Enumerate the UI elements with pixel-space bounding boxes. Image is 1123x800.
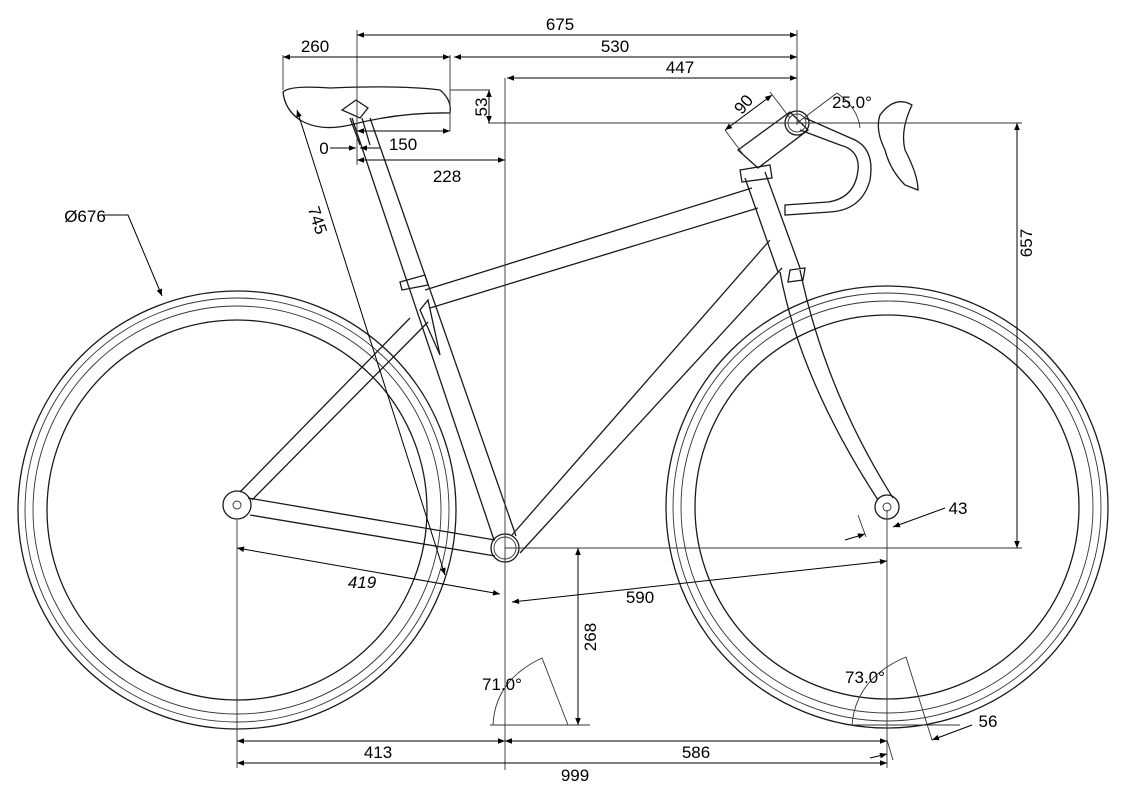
seat-clamp [399,274,429,291]
dimension-228: 228 [357,157,505,186]
label-675: 675 [546,15,574,34]
seatstay [239,317,429,501]
stem [736,111,809,169]
dimension-25-angle: 25.0° [796,92,872,129]
dimension-73-angle: 73.0° [845,656,960,741]
svg-text:228: 228 [433,167,461,186]
svg-text:590: 590 [626,588,654,607]
svg-text:Ø676: Ø676 [64,207,106,226]
down-tube [511,239,783,554]
saddle [282,86,451,146]
svg-text:56: 56 [979,712,998,731]
dimension-999: 999 [237,760,887,785]
dimension-56: 56 [869,712,998,761]
cockpit [736,101,919,216]
dimension-675: 675 [357,15,797,38]
dimension-260: 260 [283,37,450,60]
top-tube [424,187,759,309]
svg-text:71.0°: 71.0° [482,675,522,694]
svg-text:268: 268 [581,623,600,651]
svg-text:43: 43 [949,499,968,518]
handlebar [784,117,872,216]
dimension-530: 530 [454,37,797,60]
dimension-413: 413 [237,738,505,762]
dimension-268: 268 [575,548,600,725]
dimension-590: 590 [511,558,888,607]
dimension-657: 657 [1014,123,1036,548]
svg-text:657: 657 [1017,229,1036,257]
dimension-0: 0 [319,139,380,158]
svg-text:73.0°: 73.0° [845,668,885,687]
svg-text:0: 0 [319,139,328,158]
svg-text:530: 530 [601,37,629,56]
rear-hub [222,490,252,520]
svg-text:25.0°: 25.0° [832,93,872,112]
dimension-wheel-diameter: Ø676 [64,207,163,297]
svg-text:260: 260 [301,37,329,56]
dimension-586: 586 [505,738,887,762]
svg-text:150: 150 [389,135,417,154]
bike-frame [239,117,894,563]
svg-text:53: 53 [472,98,491,117]
svg-text:745: 745 [304,204,331,237]
chainstay [247,497,496,557]
svg-text:413: 413 [364,743,392,762]
dimension-90: 90 [724,91,791,158]
dimension-447: 447 [507,58,797,81]
svg-text:586: 586 [682,743,710,762]
dimension-53: 53 [472,90,492,123]
svg-text:419: 419 [348,573,377,592]
fork [779,269,894,501]
brake-lever [877,101,919,191]
dimension-43: 43 [844,499,968,541]
dimension-419: 419 [236,546,501,596]
dimension-150: 150 [357,128,450,154]
dimension-745: 745 [296,109,446,576]
svg-text:90: 90 [730,91,757,118]
svg-text:447: 447 [666,58,694,77]
svg-text:999: 999 [561,766,589,785]
head-tube [744,171,801,273]
dimension-71-angle: 71.0° [482,657,569,726]
